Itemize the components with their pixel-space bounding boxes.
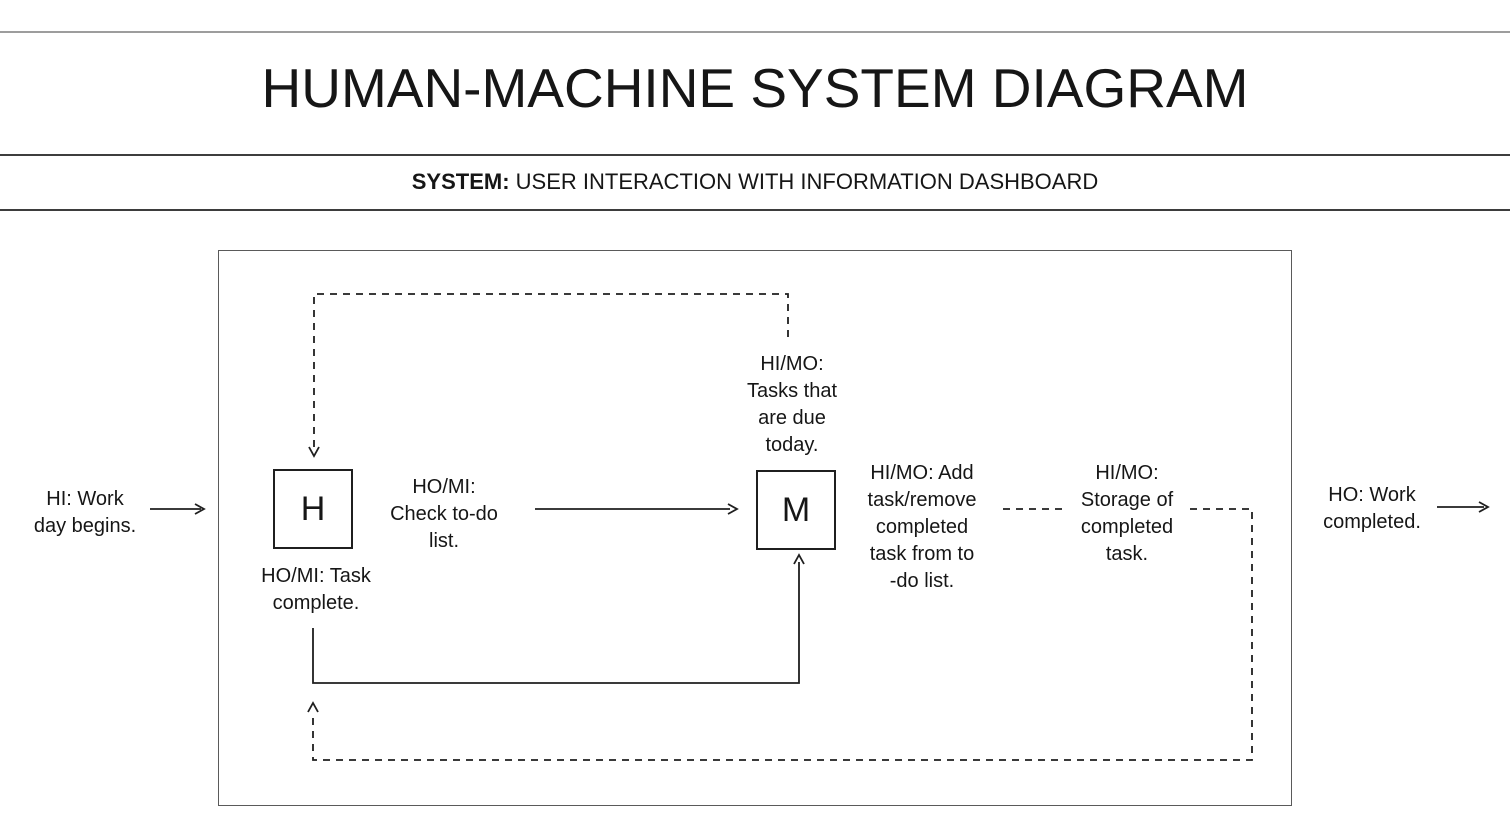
storage-label: HI/MO: Storage of completed task. bbox=[1080, 462, 1174, 565]
system-subtitle: SYSTEM: USER INTERACTION WITH INFORMATIO… bbox=[0, 169, 1510, 195]
task-complete-label: HO/MI: Task complete. bbox=[261, 565, 371, 614]
output-arrow-icon bbox=[1437, 501, 1490, 513]
input-arrow-icon bbox=[150, 503, 206, 515]
machine-letter: M bbox=[781, 490, 811, 529]
human-box: H bbox=[273, 469, 353, 549]
system-label: SYSTEM: bbox=[411, 169, 510, 194]
machine-box: M bbox=[756, 470, 836, 550]
page-title: HUMAN-MACHINE SYSTEM DIAGRAM bbox=[261, 57, 1249, 119]
tasks-due-label: HI/MO: Tasks that are due today. bbox=[746, 353, 838, 456]
system-value: USER INTERACTION WITH INFORMATION DASHBO… bbox=[509, 169, 1099, 194]
input-label: HI: Work day begins. bbox=[33, 488, 137, 537]
subtitle-rule-bottom bbox=[0, 209, 1510, 211]
subtitle-rule-top bbox=[0, 154, 1510, 156]
add-task-label: HI/MO: Add task/remove completed task fr… bbox=[867, 462, 977, 592]
diagram-frame bbox=[218, 250, 1292, 806]
output-label: HO: Work completed. bbox=[1323, 484, 1421, 533]
top-rule bbox=[0, 31, 1510, 33]
human-letter: H bbox=[300, 489, 326, 528]
check-list-label: HO/MI: Check to-do list. bbox=[390, 476, 498, 552]
